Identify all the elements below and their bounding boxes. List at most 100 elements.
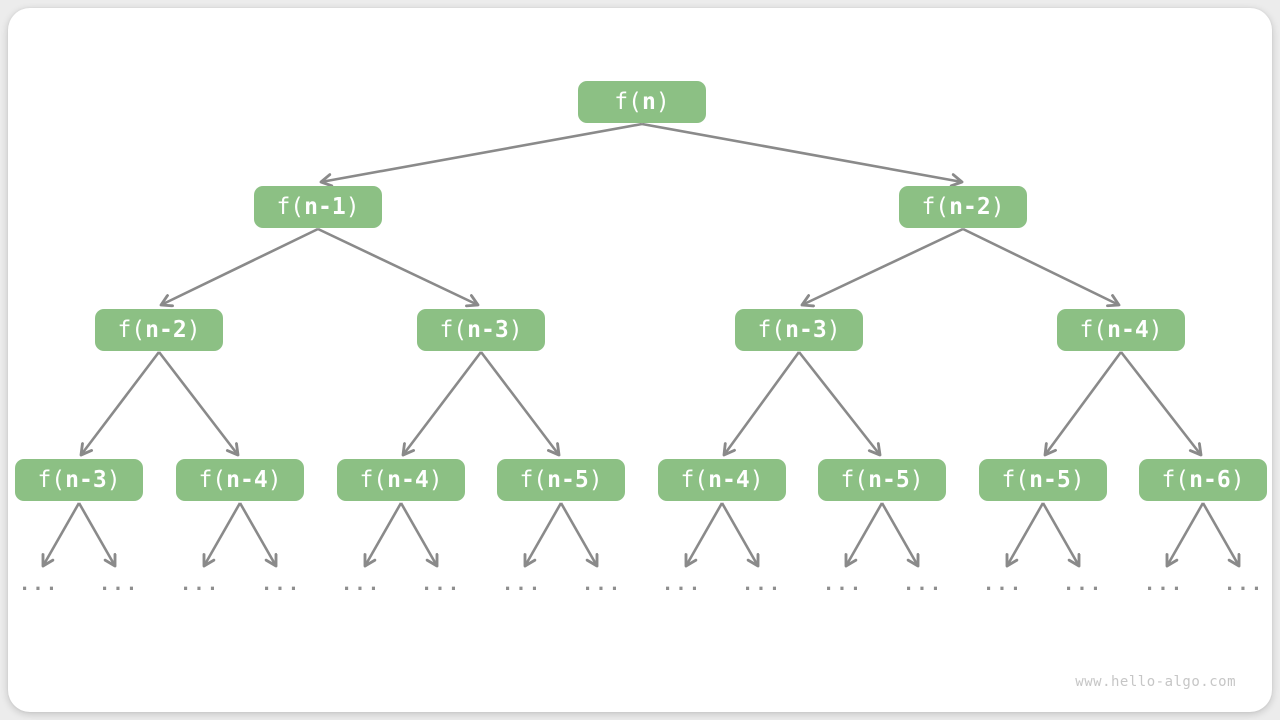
node-text-arg: n-5: [868, 466, 910, 493]
edge: [238, 502, 278, 568]
edge: [962, 227, 1121, 308]
ellipsis: ...: [741, 573, 783, 595]
edge: [202, 502, 242, 568]
edge: [399, 502, 439, 568]
tree-node-l1-0: f(n-1): [254, 186, 382, 228]
ellipsis: ...: [661, 573, 703, 595]
node-text-prefix: f(: [198, 466, 227, 493]
node-text-arg: n-2: [145, 316, 187, 343]
ellipsis: ...: [1223, 573, 1265, 595]
ellipsis: ...: [501, 573, 543, 595]
edge: [641, 122, 964, 188]
edge: [722, 351, 801, 457]
node-text-arg: n-6: [1189, 466, 1231, 493]
ellipsis: ...: [98, 573, 140, 595]
tree-node-l3-5: f(n-5): [818, 459, 946, 501]
node-text-suffix: ): [588, 466, 603, 493]
node-text-arg: n-4: [226, 466, 268, 493]
node-text-arg: n: [641, 88, 656, 115]
tree-node-l2-0: f(n-2): [95, 309, 223, 351]
node-text-prefix: f(: [1079, 316, 1108, 343]
node-text-prefix: f(: [439, 316, 468, 343]
tree-node-l2-2: f(n-3): [735, 309, 863, 351]
edge: [1043, 351, 1123, 457]
tree-node-l3-0: f(n-3): [15, 459, 143, 501]
edge: [317, 227, 480, 308]
edge: [1041, 502, 1081, 568]
node-text-prefix: f(: [1001, 466, 1030, 493]
node-text-arg: n-5: [547, 466, 589, 493]
node-text-prefix: f(: [519, 466, 548, 493]
edge: [79, 351, 161, 457]
node-text-prefix: f(: [614, 88, 642, 115]
tree-node-l2-3: f(n-4): [1057, 309, 1185, 351]
edge: [684, 502, 724, 568]
tree-node-l3-3: f(n-5): [497, 459, 625, 501]
node-text-arg: n-2: [949, 193, 991, 220]
edge: [319, 122, 643, 188]
node-text-suffix: ): [909, 466, 924, 493]
node-text-suffix: ): [826, 316, 841, 343]
tree-node-l2-1: f(n-3): [417, 309, 545, 351]
tree-node-l3-1: f(n-4): [176, 459, 304, 501]
node-text-prefix: f(: [117, 316, 146, 343]
node-text-suffix: ): [508, 316, 523, 343]
node-text-suffix: ): [749, 466, 764, 493]
node-text-arg: n-4: [387, 466, 429, 493]
ellipsis: ...: [18, 573, 60, 595]
edge: [720, 502, 760, 568]
ellipsis: ...: [982, 573, 1024, 595]
node-text-arg: n-3: [467, 316, 509, 343]
node-text-prefix: f(: [1161, 466, 1190, 493]
edge: [1005, 502, 1045, 568]
ellipsis: ...: [1143, 573, 1185, 595]
node-text-arg: n-3: [65, 466, 107, 493]
ellipsis: ...: [902, 573, 944, 595]
node-text-suffix: ): [106, 466, 121, 493]
node-text-prefix: f(: [840, 466, 869, 493]
edge: [363, 502, 403, 568]
ellipsis: ...: [340, 573, 382, 595]
edge: [880, 502, 920, 568]
edge: [797, 351, 882, 457]
edge: [844, 502, 884, 568]
node-text-suffix: ): [655, 88, 670, 115]
edge: [800, 227, 964, 308]
tree-node-root: f(n): [578, 81, 706, 123]
edge-group: [41, 122, 1241, 568]
ellipsis: ...: [179, 573, 221, 595]
tree-node-l3-2: f(n-4): [337, 459, 465, 501]
node-text-arg: n-1: [304, 193, 346, 220]
node-text-arg: n-4: [1107, 316, 1149, 343]
edge: [41, 502, 81, 568]
edge: [559, 502, 599, 568]
node-text-prefix: f(: [359, 466, 388, 493]
edge: [523, 502, 563, 568]
tree-node-l3-6: f(n-5): [979, 459, 1107, 501]
node-text-arg: n-5: [1029, 466, 1071, 493]
node-text-suffix: ): [1148, 316, 1163, 343]
node-text-suffix: ): [186, 316, 201, 343]
tree-node-l3-7: f(n-6): [1139, 459, 1267, 501]
node-text-suffix: ): [428, 466, 443, 493]
node-text-suffix: ): [267, 466, 282, 493]
node-text-suffix: ): [1230, 466, 1245, 493]
node-text-arg: n-3: [785, 316, 827, 343]
edge: [1165, 502, 1205, 568]
node-text-prefix: f(: [276, 193, 305, 220]
ellipsis: ...: [420, 573, 462, 595]
node-text-prefix: f(: [757, 316, 786, 343]
edge: [479, 351, 561, 457]
node-text-prefix: f(: [921, 193, 950, 220]
edge: [1119, 351, 1203, 457]
node-text-arg: n-4: [708, 466, 750, 493]
edge: [159, 227, 319, 308]
watermark: www.hello-algo.com: [1075, 674, 1236, 690]
node-text-suffix: ): [345, 193, 360, 220]
ellipsis: ...: [1062, 573, 1104, 595]
tree-node-l1-1: f(n-2): [899, 186, 1027, 228]
node-text-prefix: f(: [680, 466, 709, 493]
edge: [77, 502, 117, 568]
